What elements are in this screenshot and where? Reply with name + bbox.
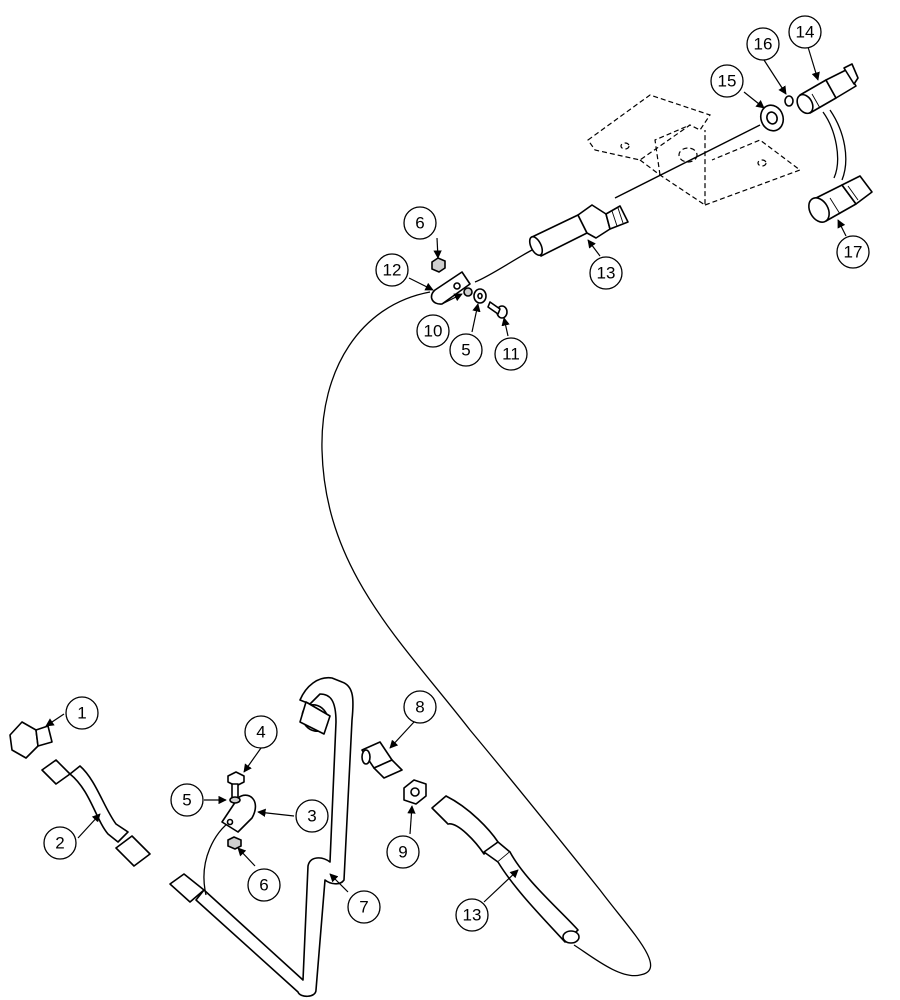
svg-text:10: 10: [424, 322, 443, 341]
o-ring-16: [784, 95, 794, 107]
callout-7: 7: [347, 890, 381, 924]
centerline: [614, 124, 761, 199]
callout-14: 14: [788, 15, 822, 49]
svg-text:6: 6: [259, 876, 268, 895]
clamp-12: [430, 271, 471, 305]
svg-text:2: 2: [55, 834, 64, 853]
lock-washer-10: [463, 287, 473, 297]
bolt-4: [227, 771, 245, 799]
callout-6-upper: 6: [403, 206, 437, 240]
callout-8: 8: [403, 690, 437, 724]
callout-4: 4: [244, 715, 278, 749]
svg-text:11: 11: [502, 345, 520, 364]
nut-15: [759, 104, 785, 132]
washer-5-lower: [229, 796, 241, 804]
bolt-11: [487, 301, 508, 319]
svg-text:12: 12: [383, 261, 402, 280]
callout-12: 12: [375, 253, 409, 287]
hose-13: [321, 249, 652, 977]
callout-15: 15: [710, 64, 744, 98]
svg-text:16: 16: [754, 35, 773, 54]
nut-6-upper: [431, 257, 446, 273]
adapter-fitting-8: [361, 741, 403, 779]
callout-5-lower: 5: [170, 783, 204, 817]
callout-17: 17: [836, 235, 870, 269]
svg-text:5: 5: [182, 791, 191, 810]
mounting-bracket: [587, 94, 802, 207]
callout-10: 10: [416, 314, 450, 348]
svg-text:13: 13: [597, 264, 616, 283]
nut-6-lower: [227, 836, 242, 850]
nut-9: [403, 779, 427, 805]
svg-text:4: 4: [256, 723, 265, 742]
callout-11: 11: [494, 337, 528, 371]
callout-13-upper: 13: [589, 256, 623, 290]
callout-13-lower: 13: [455, 898, 489, 932]
svg-text:7: 7: [359, 898, 368, 917]
quick-coupler-14: [796, 63, 859, 115]
callout-1: 1: [65, 696, 99, 730]
svg-text:5: 5: [461, 341, 470, 360]
callout-5-upper: 5: [449, 333, 483, 367]
callout-6-lower: 6: [247, 868, 281, 902]
svg-text:1: 1: [77, 704, 86, 723]
leader-lines: [45, 46, 847, 903]
hose-end-fitting-lower: [431, 795, 580, 944]
callout-2: 2: [43, 826, 77, 860]
svg-text:13: 13: [463, 906, 482, 925]
svg-text:6: 6: [415, 214, 424, 233]
svg-text:9: 9: [398, 843, 407, 862]
svg-text:17: 17: [844, 243, 863, 262]
tube-7: [195, 676, 354, 998]
elbow-fitting-1: [9, 721, 53, 759]
svg-text:8: 8: [415, 698, 424, 717]
hose-end-fitting-upper: [528, 204, 629, 257]
svg-text:15: 15: [718, 72, 737, 91]
svg-text:3: 3: [307, 807, 316, 826]
quick-coupler-17: [808, 175, 873, 223]
tube-7-end-fitting: [169, 873, 205, 903]
svg-text:14: 14: [796, 23, 815, 42]
tube-2: [41, 759, 151, 867]
callout-3: 3: [295, 799, 329, 833]
callout-16: 16: [746, 27, 780, 61]
callout-9: 9: [386, 835, 420, 869]
washer-5-upper: [473, 288, 487, 304]
